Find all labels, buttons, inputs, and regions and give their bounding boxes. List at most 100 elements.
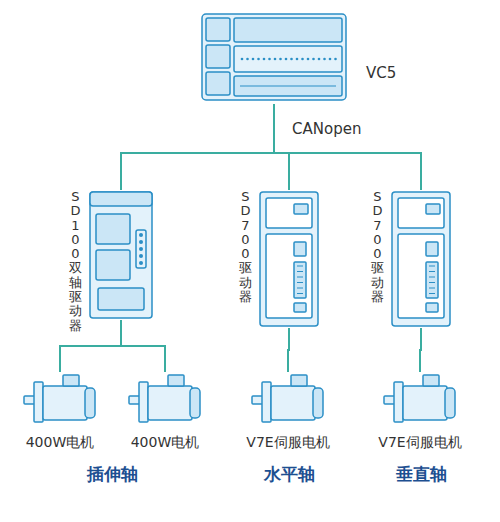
driver-node: SD100双轴驱动器 (69, 190, 154, 333)
motor-endcap (85, 388, 95, 418)
motor-icon (383, 372, 457, 426)
motor-connector (291, 375, 307, 386)
driver-port (294, 242, 306, 256)
vent-dot (274, 58, 277, 61)
controller-label: VC5 (366, 64, 396, 82)
vent-dot (252, 58, 255, 61)
driver-port (426, 242, 438, 256)
driver-label: SD700驱动器 (371, 190, 384, 304)
connector-pin (429, 293, 435, 294)
driver-port (96, 250, 130, 280)
led (139, 240, 143, 244)
connector-pin (429, 288, 435, 289)
driver-node: SD700驱动器 (371, 190, 452, 328)
driver-connector (294, 262, 306, 298)
bus-line (121, 320, 165, 372)
connector-pin (297, 288, 303, 289)
led (139, 261, 143, 265)
sd700-icon (258, 190, 320, 328)
driver-housing (260, 192, 318, 326)
vent-dot (285, 58, 288, 61)
controller-icon (200, 12, 348, 104)
motor-flange (394, 382, 403, 422)
bus-line (121, 104, 274, 190)
vent-dot (246, 58, 249, 61)
motor-icon (128, 372, 202, 426)
connector-pin (297, 282, 303, 283)
connector-pin (429, 277, 435, 278)
connector-pin (297, 293, 303, 294)
motor-node: V7E伺服电机 (238, 372, 338, 452)
axis-label: 插伸轴 (87, 464, 138, 484)
driver-face (266, 198, 312, 228)
driver-connector (426, 262, 438, 298)
vent-dot (323, 58, 326, 61)
connector-pin (297, 271, 303, 272)
bus-line (420, 328, 421, 372)
motor-label: 400W电机 (26, 434, 95, 452)
connector-pin (297, 266, 303, 267)
motor-endcap (313, 388, 323, 418)
driver-port (294, 303, 306, 312)
vent-dot (334, 58, 337, 61)
driver-label: SD700驱动器 (239, 190, 252, 304)
bus-label: CANopen (292, 120, 361, 138)
vent-dot (257, 58, 260, 61)
motor-icon (23, 372, 97, 426)
motor-endcap (445, 388, 455, 418)
vent-dot (290, 58, 293, 61)
controller-panel (234, 46, 342, 72)
connector-pin (429, 271, 435, 272)
motor-flange (262, 382, 271, 422)
motor-body (403, 386, 447, 420)
controller-module (206, 72, 230, 95)
driver-node: SD700驱动器 (239, 190, 320, 328)
sd700-icon (390, 190, 452, 328)
motor-body (148, 386, 192, 420)
driver-connector (98, 288, 144, 310)
vent-dot (301, 58, 304, 61)
vent-dot (263, 58, 266, 61)
led (139, 247, 143, 251)
driver-port (96, 214, 130, 244)
controller-housing (202, 14, 346, 100)
axis-label: 垂直轴 (396, 464, 447, 484)
vent-dot (279, 58, 282, 61)
motor-node: 400W电机 (115, 372, 215, 452)
panel-line (240, 86, 336, 87)
axis-label: 水平轴 (264, 464, 315, 484)
motor-endcap (190, 388, 200, 418)
motor-label: 400W电机 (131, 434, 200, 452)
vent-dot (329, 58, 332, 61)
driver-housing (90, 192, 152, 318)
controller-panel (234, 18, 342, 42)
motor-icon (251, 372, 325, 426)
driver-port (426, 303, 438, 312)
controller-module (206, 18, 230, 41)
motor-body (271, 386, 315, 420)
controller-node: VC5 (200, 12, 396, 104)
vent-dot (241, 58, 244, 61)
motor-node: V7E伺服电机 (370, 372, 470, 452)
controller-module (206, 45, 230, 68)
driver-display (294, 204, 308, 214)
vent-dot (296, 58, 299, 61)
bus-line (274, 104, 421, 190)
driver-face (266, 234, 312, 318)
driver-face (398, 198, 444, 228)
connector-pin (297, 277, 303, 278)
vent-dot (268, 58, 271, 61)
motor-label: V7E伺服电机 (378, 434, 461, 452)
led-strip (136, 230, 146, 268)
motor-body (43, 386, 87, 420)
vent-dot (318, 58, 321, 61)
vent-dot (312, 58, 315, 61)
driver-face (398, 234, 444, 318)
motor-node: 400W电机 (10, 372, 110, 452)
connector-pin (429, 266, 435, 267)
led (139, 254, 143, 258)
motor-connector (423, 375, 439, 386)
driver-housing (392, 192, 450, 326)
motor-label: V7E伺服电机 (246, 434, 329, 452)
